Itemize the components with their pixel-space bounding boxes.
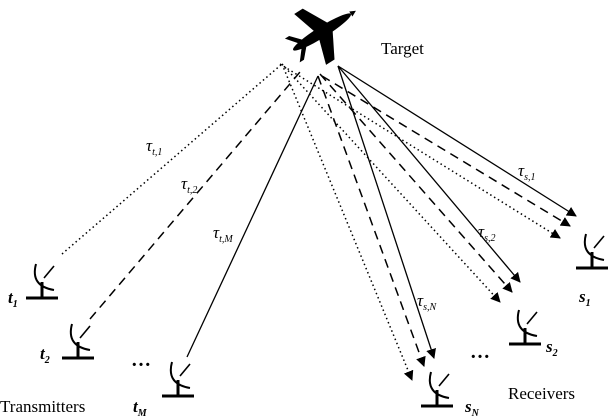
node-label-t1: t1 (8, 288, 18, 310)
path-target-s1-dashed (321, 75, 571, 227)
delay-label-tM: τt,M (213, 223, 233, 245)
delay-label-t2: τt,2 (181, 174, 197, 196)
airplane-icon (284, 8, 356, 65)
node-label-s1: s1 (578, 287, 591, 309)
antenna-icon-sN (421, 371, 453, 408)
path-target-s1-dotted (279, 63, 561, 239)
antenna-icon-t2 (62, 323, 94, 360)
delay-label-t1: τt,1 (146, 136, 162, 158)
node-label-t2: t2 (40, 344, 50, 366)
target-label: Target (381, 39, 424, 58)
node-label-sN: sN (464, 397, 480, 418)
path-target-sN-dotted (281, 63, 414, 381)
receiver-ellipsis: … (470, 341, 490, 363)
path-target-s1-solid (337, 65, 577, 217)
delay-label-sN: τs,N (417, 291, 437, 313)
path-target-s2-dashed (319, 73, 513, 293)
path-target-sN-solid (337, 65, 436, 359)
node-label-tM: tM (133, 397, 148, 418)
delay-label-s1: τs,1 (518, 161, 536, 183)
path-target-s2-solid (337, 65, 521, 283)
receivers-label: Receivers (508, 384, 575, 403)
transmitter-ellipsis: … (131, 349, 151, 371)
path-t2-target (89, 71, 301, 320)
node-label-s2: s2 (545, 337, 558, 359)
antenna-icon-s2 (509, 309, 541, 346)
antenna-icon-s1 (576, 233, 608, 270)
delay-label-s2: τs,2 (478, 222, 496, 244)
path-tM-target (186, 75, 319, 358)
antenna-icon-t1 (26, 263, 58, 300)
antenna-icon-tM (162, 361, 194, 398)
transmitters-label: Transmitters (0, 397, 85, 416)
path-t1-target (61, 63, 283, 255)
path-target-sN-dashed (317, 75, 426, 367)
